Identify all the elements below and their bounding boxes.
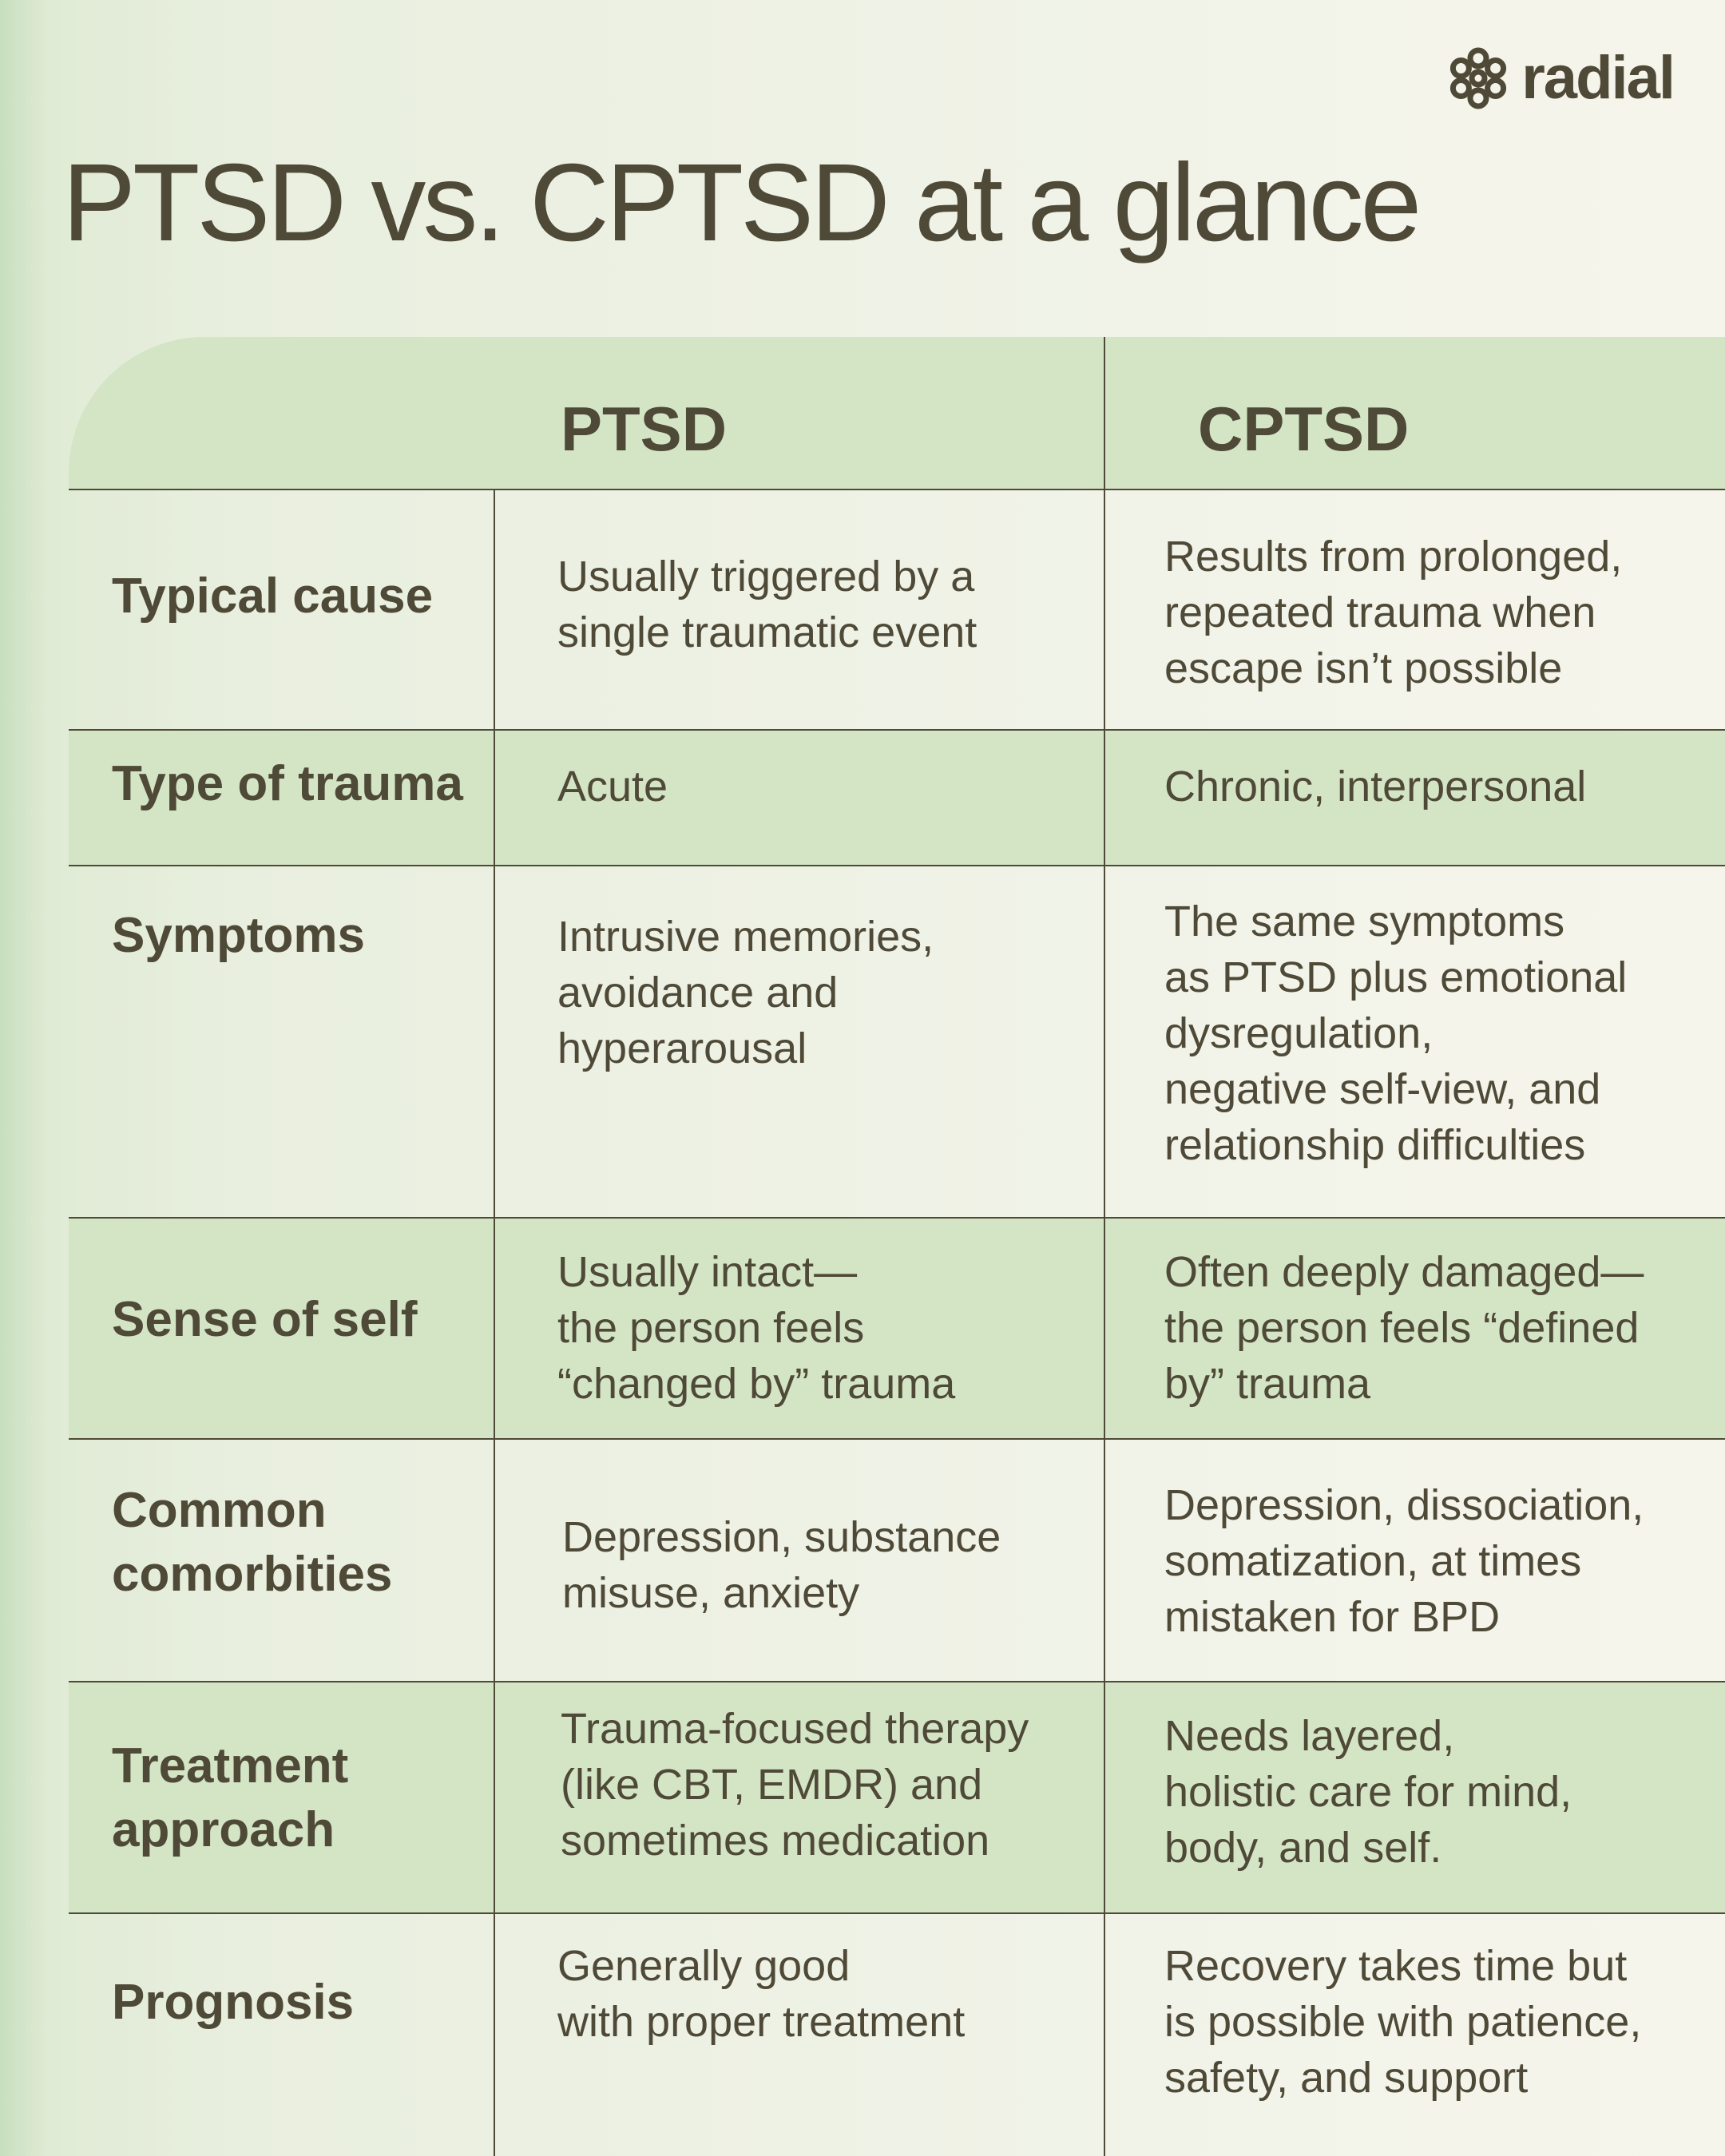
cell-ptsd-sense-of-self: Usually intact— the person feels “change… — [557, 1248, 956, 1408]
row-label-common-comorbities: Common comorbities — [112, 1483, 393, 1602]
row-divider — [69, 1217, 1725, 1219]
cell-cptsd-symptoms: The same symptoms as PTSD plus emotional… — [1164, 898, 1628, 1169]
row-label-sense-of-self: Sense of self — [112, 1292, 418, 1347]
column-divider — [1104, 337, 1105, 2156]
cell-cptsd-common-comorbities: Depression, dissociation, somatization, … — [1164, 1481, 1644, 1641]
row-divider — [69, 1681, 1725, 1682]
row-label-type-of-trauma: Type of trauma — [112, 756, 463, 811]
page-title: PTSD vs. CPTSD at a glance — [62, 141, 1422, 264]
row-divider — [69, 1438, 1725, 1440]
flower-icon — [1450, 47, 1507, 109]
table-row-shade — [69, 730, 1725, 866]
row-divider — [69, 865, 1725, 866]
row-divider — [69, 1912, 1725, 1914]
cell-cptsd-prognosis: Recovery takes time but is possible with… — [1164, 1942, 1642, 2102]
column-header-cptsd: CPTSD — [1198, 394, 1410, 464]
cell-cptsd-sense-of-self: Often deeply damaged— the person feels “… — [1164, 1248, 1644, 1408]
comparison-table: PTSD CPTSD Typical cause Usually trigger… — [69, 337, 1725, 2156]
row-divider — [69, 729, 1725, 731]
brand-logo: radial — [1446, 44, 1675, 112]
row-label-treatment-approach: Treatment approach — [112, 1738, 349, 1857]
cell-ptsd-prognosis: Generally good with proper treatment — [557, 1942, 966, 2046]
row-divider — [69, 489, 1725, 490]
column-divider — [494, 489, 495, 2156]
cell-cptsd-type-of-trauma: Chronic, interpersonal — [1164, 763, 1587, 810]
cell-ptsd-symptoms: Intrusive memories, avoidance and hypera… — [557, 913, 934, 1072]
cell-ptsd-treatment-approach: Trauma-focused therapy (like CBT, EMDR) … — [561, 1705, 1029, 1865]
row-label-symptoms: Symptoms — [112, 908, 365, 963]
table-row-shade — [69, 1218, 1725, 1440]
cell-ptsd-typical-cause: Usually triggered by a single traumatic … — [557, 553, 978, 656]
row-label-prognosis: Prognosis — [112, 1975, 355, 2030]
table-header-row — [69, 337, 1725, 489]
cell-cptsd-typical-cause: Results from prolonged, repeated trauma … — [1164, 533, 1623, 692]
table-row-shade — [69, 1682, 1725, 1913]
column-header-ptsd: PTSD — [561, 394, 728, 464]
row-label-typical-cause: Typical cause — [112, 569, 434, 624]
cell-ptsd-type-of-trauma: Acute — [557, 763, 668, 810]
brand-name: radial — [1521, 44, 1675, 112]
cell-cptsd-treatment-approach: Needs layered, holistic care for mind, b… — [1164, 1712, 1572, 1872]
cell-ptsd-common-comorbities: Depression, substance misuse, anxiety — [562, 1513, 1001, 1617]
